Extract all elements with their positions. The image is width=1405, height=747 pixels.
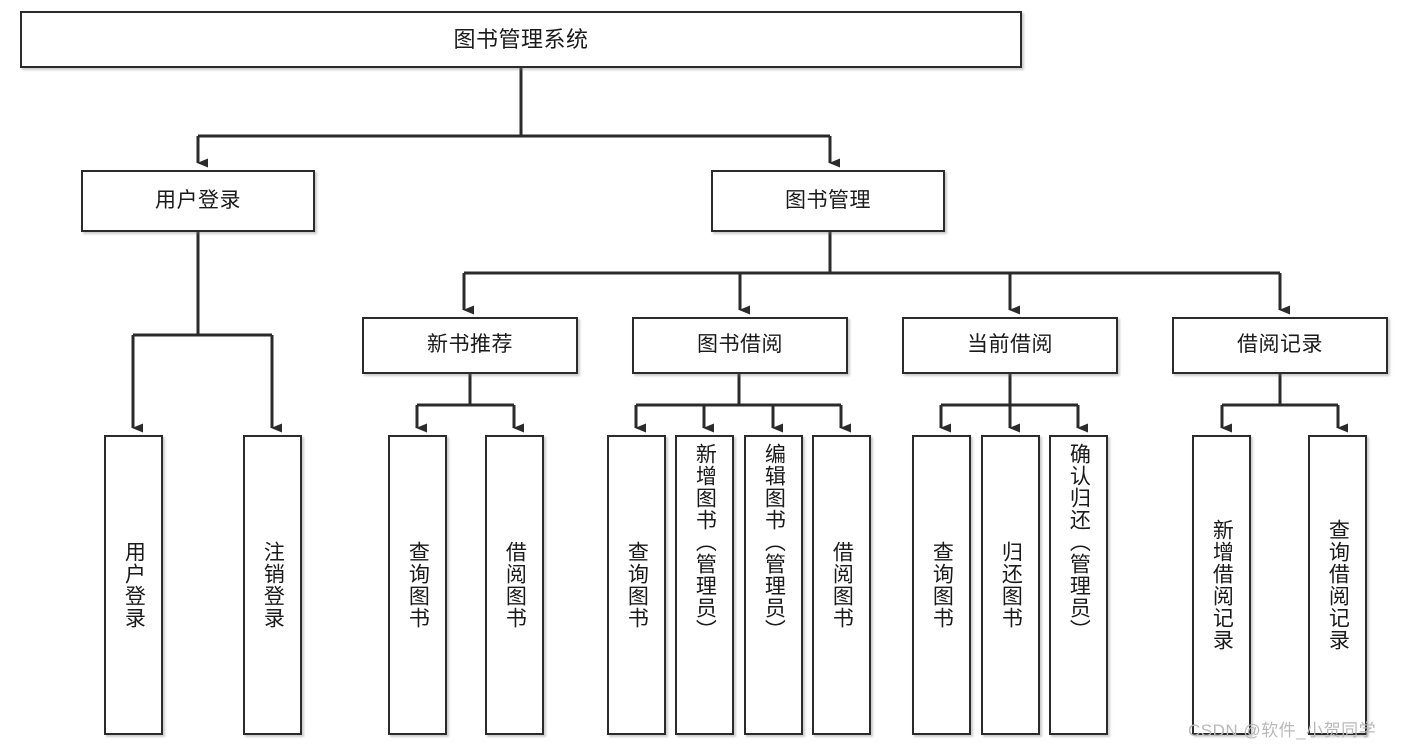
leaf-borrow-add-book[interactable]: 新增图书（管理员）: [675, 435, 734, 735]
leaf-borrow-edit-book[interactable]: 编辑图书（管理员）: [744, 435, 803, 735]
leaf-current-return-book[interactable]: 归还图书: [981, 435, 1040, 735]
node-root[interactable]: 图书管理系统: [20, 11, 1022, 68]
leaf-new-book-query[interactable]: 查询图书: [388, 435, 447, 735]
node-current-borrow[interactable]: 当前借阅: [902, 317, 1118, 374]
leaf-new-book-query-label: 查询图书: [406, 541, 430, 629]
leaf-record-query-label: 查询借阅记录: [1326, 519, 1350, 651]
leaf-user-login-signout[interactable]: 注销登录: [243, 435, 302, 735]
node-borrow-record[interactable]: 借阅记录: [1172, 317, 1388, 374]
csdn-watermark: CSDN @软件_小贺同学: [1188, 721, 1377, 740]
node-book-borrow[interactable]: 图书借阅: [632, 317, 848, 374]
node-borrow-record-label: 借阅记录: [1237, 333, 1323, 357]
leaf-borrow-query-book[interactable]: 查询图书: [607, 435, 666, 735]
node-current-borrow-label: 当前借阅: [967, 333, 1053, 357]
node-new-book-recommend[interactable]: 新书推荐: [362, 317, 578, 374]
leaf-record-query[interactable]: 查询借阅记录: [1308, 435, 1367, 735]
leaf-borrow-borrow-book-label: 借阅图书: [830, 541, 854, 629]
node-root-label: 图书管理系统: [453, 26, 589, 52]
leaf-current-confirm-return[interactable]: 确认归还（管理员）: [1049, 435, 1108, 735]
leaf-user-login-signin-label: 用户登录: [122, 541, 146, 629]
leaf-new-book-borrow-label: 借阅图书: [503, 541, 527, 629]
node-user-login-label: 用户登录: [155, 188, 241, 212]
leaf-current-query-book[interactable]: 查询图书: [912, 435, 971, 735]
leaf-borrow-borrow-book[interactable]: 借阅图书: [812, 435, 871, 735]
leaf-borrow-edit-book-label: 编辑图书（管理员）: [762, 443, 786, 641]
node-book-management[interactable]: 图书管理: [711, 170, 945, 232]
leaf-borrow-query-book-label: 查询图书: [625, 541, 649, 629]
leaf-record-add-label: 新增借阅记录: [1210, 519, 1234, 651]
node-new-book-recommend-label: 新书推荐: [427, 333, 513, 357]
leaf-borrow-add-book-label: 新增图书（管理员）: [693, 443, 717, 641]
leaf-record-add[interactable]: 新增借阅记录: [1192, 435, 1251, 735]
leaf-current-return-book-label: 归还图书: [999, 541, 1023, 629]
node-book-management-label: 图书管理: [785, 188, 871, 212]
leaf-current-query-book-label: 查询图书: [930, 541, 954, 629]
leaf-new-book-borrow[interactable]: 借阅图书: [485, 435, 544, 735]
leaf-user-login-signin[interactable]: 用户登录: [104, 435, 163, 735]
leaf-current-confirm-return-label: 确认归还（管理员）: [1067, 443, 1091, 641]
node-user-login[interactable]: 用户登录: [81, 170, 315, 232]
leaf-user-login-signout-label: 注销登录: [261, 541, 285, 629]
node-book-borrow-label: 图书借阅: [697, 333, 783, 357]
